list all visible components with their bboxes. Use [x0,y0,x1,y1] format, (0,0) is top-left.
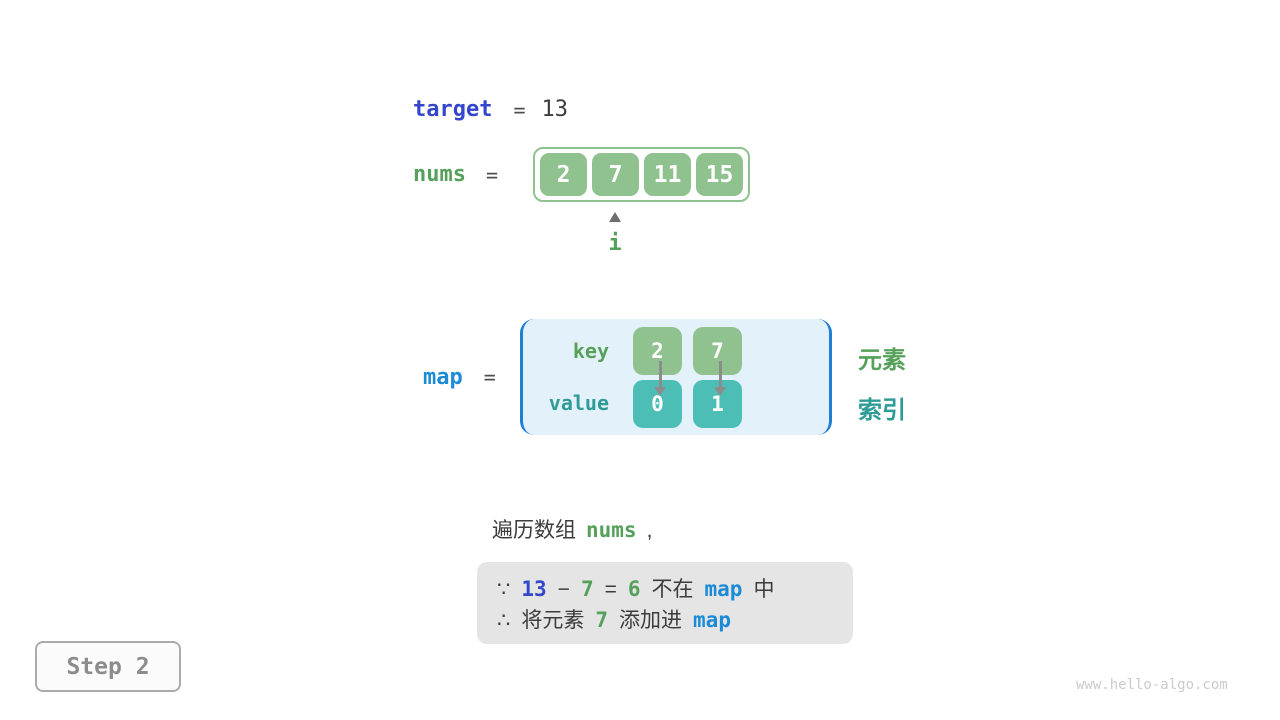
note-token: map [704,576,743,601]
note-token: 6 [627,576,641,601]
watermark: www.hello-algo.com [1076,677,1228,693]
map-equals-sign: = [483,365,496,389]
caption-code: nums [586,518,637,542]
caption-prefix: 遍历数组 [492,519,576,542]
map-value-row-label: value [548,391,609,415]
map-variable: map [423,364,463,390]
map-key-cell: 2 [633,327,682,375]
index-pointer-arrow-icon [609,212,621,222]
note-token: 添加进 [619,608,683,632]
note-token: 7 [595,607,609,632]
index-side-label: 索引 [858,397,906,424]
note-token: 将元素 [521,608,585,632]
target-variable: target [413,97,493,122]
note-token: 中 [753,577,775,601]
map-key-row-label: key [572,339,609,363]
target-line: target = 13 [413,96,568,123]
array-cell: 2 [540,153,587,196]
element-side-label: 元素 [858,347,906,374]
note-token: = [604,577,617,601]
note-line-2: ∴ 将元素 7 添加进 map [497,604,833,634]
target-value: 13 [541,97,569,122]
caption-suffix: , [646,519,653,542]
caption-line: 遍历数组 nums , [492,514,652,544]
step-badge: Step 2 [35,641,181,692]
note-line-1: ∵ 13−7 = 6 不在 map 中 [497,573,833,603]
array-cell: 7 [592,153,639,196]
nums-equals-sign: = [485,162,499,187]
target-equals-sign: = [513,97,526,122]
note-token: 不在 [651,577,694,601]
note-token: 7 [580,576,594,601]
nums-variable: nums [413,162,466,187]
array-cell: 15 [696,153,743,196]
map-key-cell: 7 [693,327,742,375]
map-line-label: map = [423,319,496,435]
nums-line-label: nums = [413,147,498,202]
note-token: 13 [521,576,547,601]
note-token: map [693,607,731,632]
array-cell: 11 [644,153,691,196]
note-token: ∴ [497,608,511,632]
note-token: − [557,577,570,601]
index-pointer-label: i [608,231,622,256]
note-token: ∵ [497,577,511,601]
